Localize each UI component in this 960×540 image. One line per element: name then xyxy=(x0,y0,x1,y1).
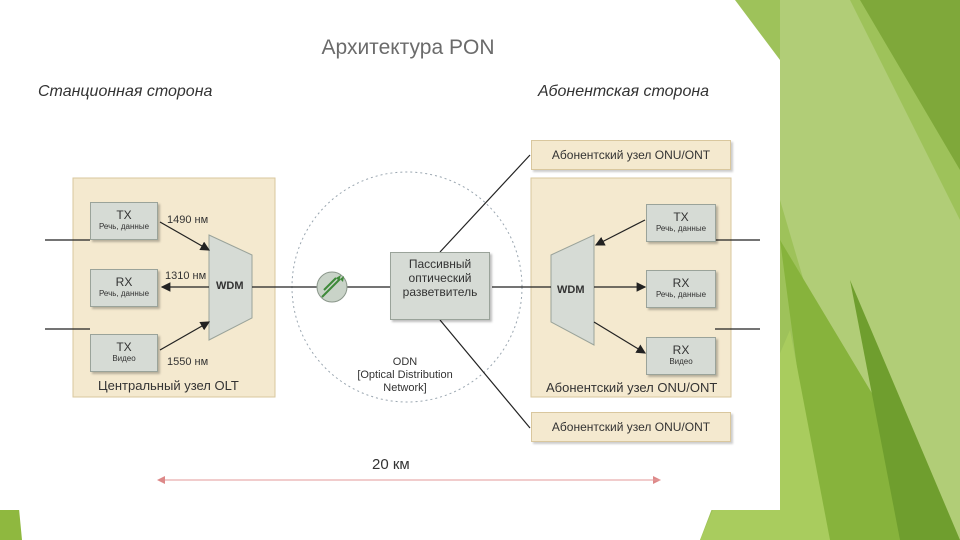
onu-wdm-shape xyxy=(550,234,595,346)
onu-caption: Абонентский узел ONU/ONT xyxy=(546,380,718,395)
node-subtitle: Речь, данные xyxy=(655,224,707,233)
onu-top-box: Абонентский узел ONU/ONT xyxy=(531,140,731,170)
olt-tx-data-node: TX Речь, данные xyxy=(90,202,158,240)
onu-bottom-box: Абонентский узел ONU/ONT xyxy=(531,412,731,442)
wavelength-1550: 1550 нм xyxy=(167,356,209,368)
node-title: RX xyxy=(672,343,690,357)
wavelength-1490: 1490 нм xyxy=(167,214,209,226)
onu-wdm-label: WDM xyxy=(557,284,585,296)
passive-splitter-node: Пассивный оптический разветвитель xyxy=(390,252,490,320)
node-subtitle: Видео xyxy=(669,357,693,366)
olt-wdm-label: WDM xyxy=(216,280,244,292)
onu-rx-video-node: RX Видео xyxy=(646,337,716,375)
slide-title: Архитектура PON xyxy=(321,36,495,59)
node-title: TX xyxy=(673,210,689,224)
optical-coupler-icon xyxy=(316,271,348,303)
node-title: RX xyxy=(115,275,133,289)
odn-line-2: [Optical Distribution xyxy=(357,369,453,381)
node-title: TX xyxy=(116,208,132,222)
olt-caption: Центральный узел OLT xyxy=(98,378,239,393)
subscriber-side-label: Абонентская сторона xyxy=(538,83,710,100)
onu-tx-data-node: TX Речь, данные xyxy=(646,204,716,242)
olt-rx-data-node: RX Речь, данные xyxy=(90,269,158,307)
odn-line-1: ODN xyxy=(392,356,418,368)
onu-rx-data-node: RX Речь, данные xyxy=(646,270,716,308)
node-subtitle: Речь, данные xyxy=(98,289,150,298)
olt-tx-video-node: TX Видео xyxy=(90,334,158,372)
olt-wdm-shape xyxy=(208,234,253,341)
odn-line-3: Network] xyxy=(383,382,427,394)
station-side-label: Станционная сторона xyxy=(38,83,213,100)
node-subtitle: Речь, данные xyxy=(98,222,150,231)
distance-label: 20 км xyxy=(372,456,410,473)
node-title: TX xyxy=(116,340,132,354)
odn-label: ODN [Optical Distribution Network] xyxy=(340,356,470,395)
node-title: RX xyxy=(672,276,690,290)
node-subtitle: Речь, данные xyxy=(655,290,707,299)
wavelength-1310: 1310 нм xyxy=(165,270,207,282)
node-subtitle: Видео xyxy=(112,354,136,363)
